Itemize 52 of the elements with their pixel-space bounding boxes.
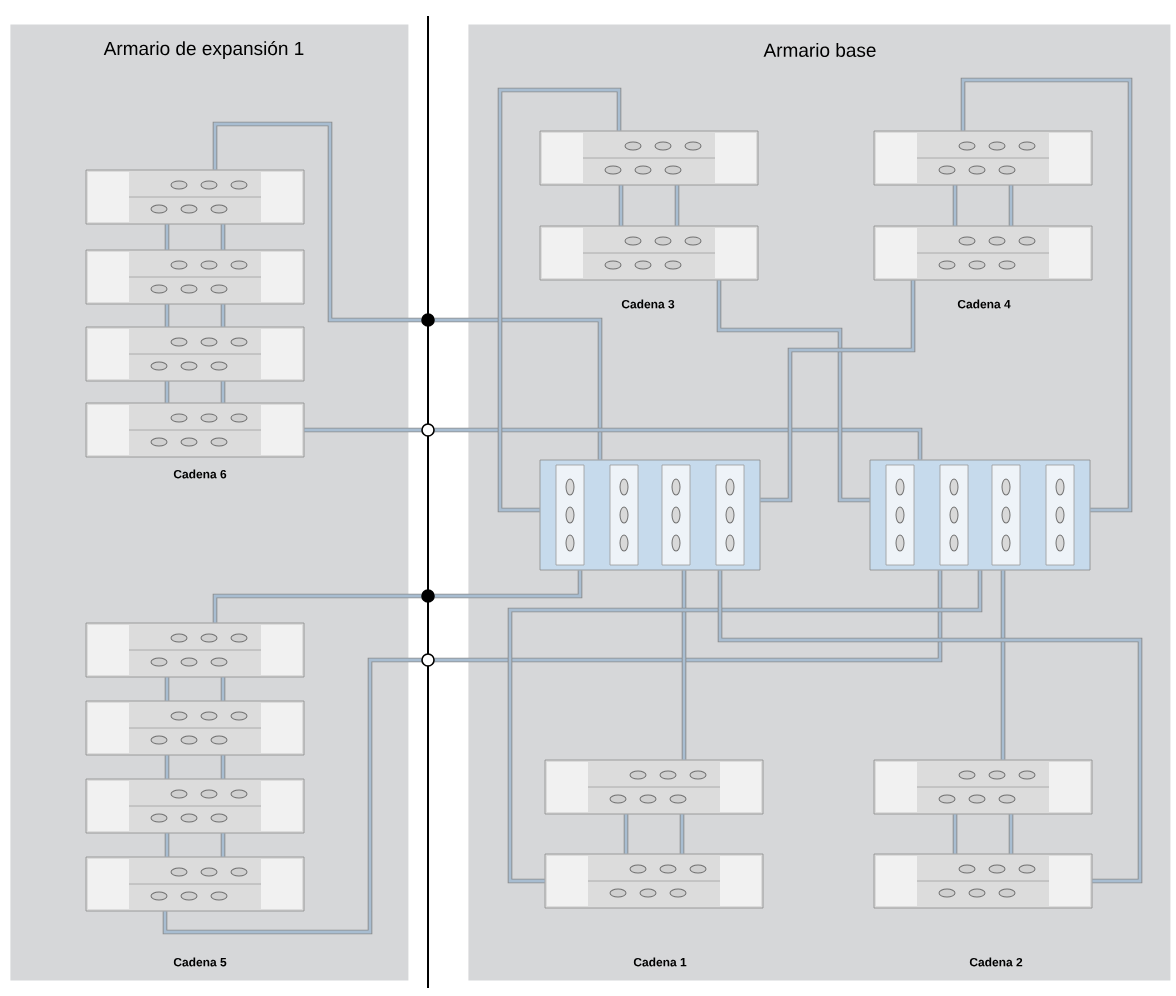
cable <box>674 185 680 226</box>
cable <box>716 280 870 503</box>
disk-shelf <box>85 700 305 756</box>
cable <box>220 224 226 250</box>
disk-shelf <box>873 759 1093 815</box>
disk-shelf <box>544 759 764 815</box>
cable <box>507 570 983 884</box>
cable <box>220 677 226 701</box>
cable <box>717 570 1143 884</box>
cable <box>220 833 226 857</box>
cabinet-heading: Armario de expansión 1 <box>103 41 304 59</box>
disk-shelf <box>539 130 759 186</box>
disk-shelf <box>85 326 305 382</box>
disk-shelf <box>85 778 305 834</box>
cable <box>681 570 687 760</box>
cable <box>760 280 916 503</box>
cable <box>212 570 583 623</box>
cable <box>164 677 170 701</box>
disk-shelf <box>873 853 1093 909</box>
cable <box>1000 570 1006 760</box>
disk-shelf <box>85 169 305 225</box>
cable <box>162 570 943 935</box>
cable <box>164 833 170 857</box>
cable <box>164 224 170 250</box>
cable <box>952 814 958 854</box>
disk-shelf <box>544 853 764 909</box>
controller-drawing <box>539 459 761 571</box>
cable <box>1008 814 1014 854</box>
cable <box>164 755 170 779</box>
cable <box>164 304 170 327</box>
cable <box>220 755 226 779</box>
cable <box>304 427 923 460</box>
controller-drawing <box>869 459 1091 571</box>
cabinet-heading: Armario base <box>763 43 876 57</box>
disk-shelf <box>85 402 305 458</box>
disk-shelf <box>873 130 1093 186</box>
disk-shelf <box>85 249 305 305</box>
disk-shelf <box>539 225 759 281</box>
cable <box>220 381 226 403</box>
cable <box>1008 185 1014 226</box>
cable <box>623 814 629 854</box>
disk-shelf <box>85 622 305 678</box>
cable <box>618 185 624 226</box>
cable <box>220 304 226 327</box>
cable <box>212 121 603 460</box>
disk-shelf <box>85 856 305 912</box>
cable <box>960 77 1133 513</box>
cable <box>952 185 958 226</box>
cable <box>679 814 685 854</box>
cable <box>497 87 622 513</box>
disk-shelf <box>873 225 1093 281</box>
cable <box>164 381 170 403</box>
